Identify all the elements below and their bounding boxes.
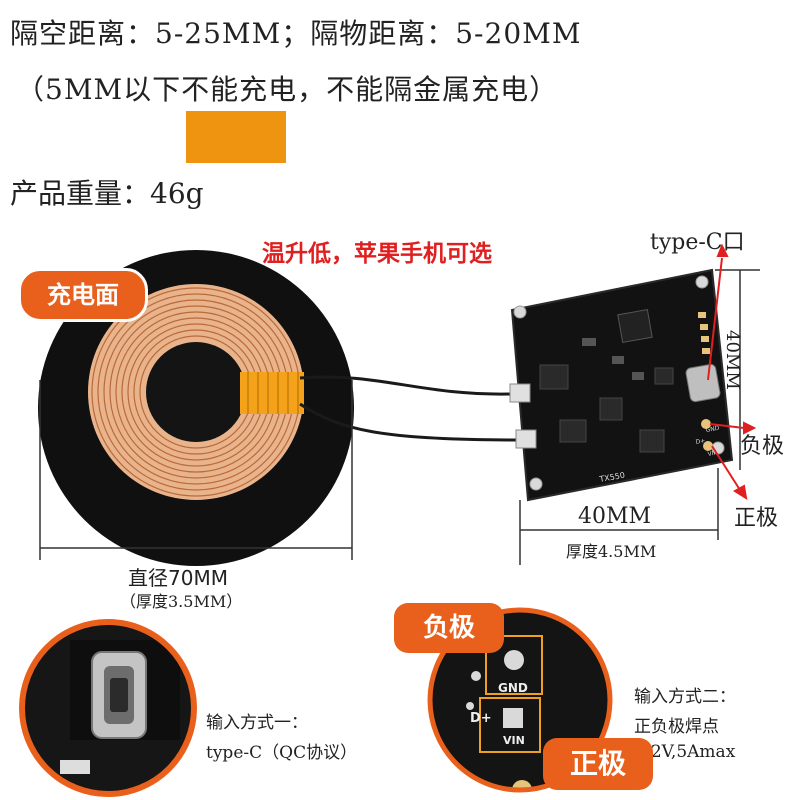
controller-chip — [617, 309, 653, 343]
ferrite-center — [146, 342, 246, 442]
coil-pad — [38, 250, 354, 566]
zoom-dplus-label: D+ — [470, 711, 492, 726]
zoom-negative-badge: 负极 — [394, 603, 504, 653]
dimension-lines — [39, 269, 760, 565]
board-height-label: 40MM — [722, 330, 743, 390]
input-method1-title: 输入方式一： — [206, 713, 308, 733]
coil-thickness-label: （厚度3.5MM） — [120, 592, 243, 611]
board-thickness-label: 厚度4.5MM — [566, 542, 657, 561]
distance-spec-line: 隔空距离：5-25MM；隔物距离：5-20MM — [10, 17, 582, 50]
zoom-gnd-label: GND — [498, 681, 528, 695]
usb-c-port — [685, 363, 721, 403]
distance-note-line: （5MM以下不能充电，不能隔金属充电） — [16, 73, 559, 106]
charge-face-badge: 充电面 — [18, 268, 148, 322]
input-method2-title: 输入方式二： — [634, 687, 736, 707]
input-method1-desc: type-C（QC协议） — [206, 743, 358, 763]
pin-vin-label: VIN — [707, 449, 718, 458]
pin-dplus-label: D+ — [695, 437, 706, 446]
pin-gnd-label: GND — [705, 425, 720, 434]
callout-arrows — [707, 243, 757, 501]
pcb-board: GND D+ VIN TX550 — [509, 268, 734, 502]
low-temp-note: 温升低，苹果手机可选 — [262, 240, 492, 267]
kapton-tape — [240, 372, 304, 414]
board-width-label: 40MM — [578, 504, 652, 529]
zoom-vin-label: VIN — [503, 734, 525, 747]
coil-diameter-label: 直径70MM — [128, 566, 228, 590]
input-method2-desc: 正负极焊点 — [634, 717, 719, 737]
zoom-positive-badge: 正极 — [543, 738, 653, 790]
negative-label: 负极 — [740, 434, 785, 459]
coil-wires — [299, 375, 521, 442]
typec-port-label: type-C口 — [650, 230, 745, 255]
color-swatch — [186, 111, 286, 163]
zoom-typec — [19, 619, 197, 797]
input-method2-spec: 12V,5Amax — [640, 742, 736, 762]
weight-spec: 产品重量：46g — [10, 177, 204, 210]
positive-label: 正极 — [734, 506, 779, 531]
